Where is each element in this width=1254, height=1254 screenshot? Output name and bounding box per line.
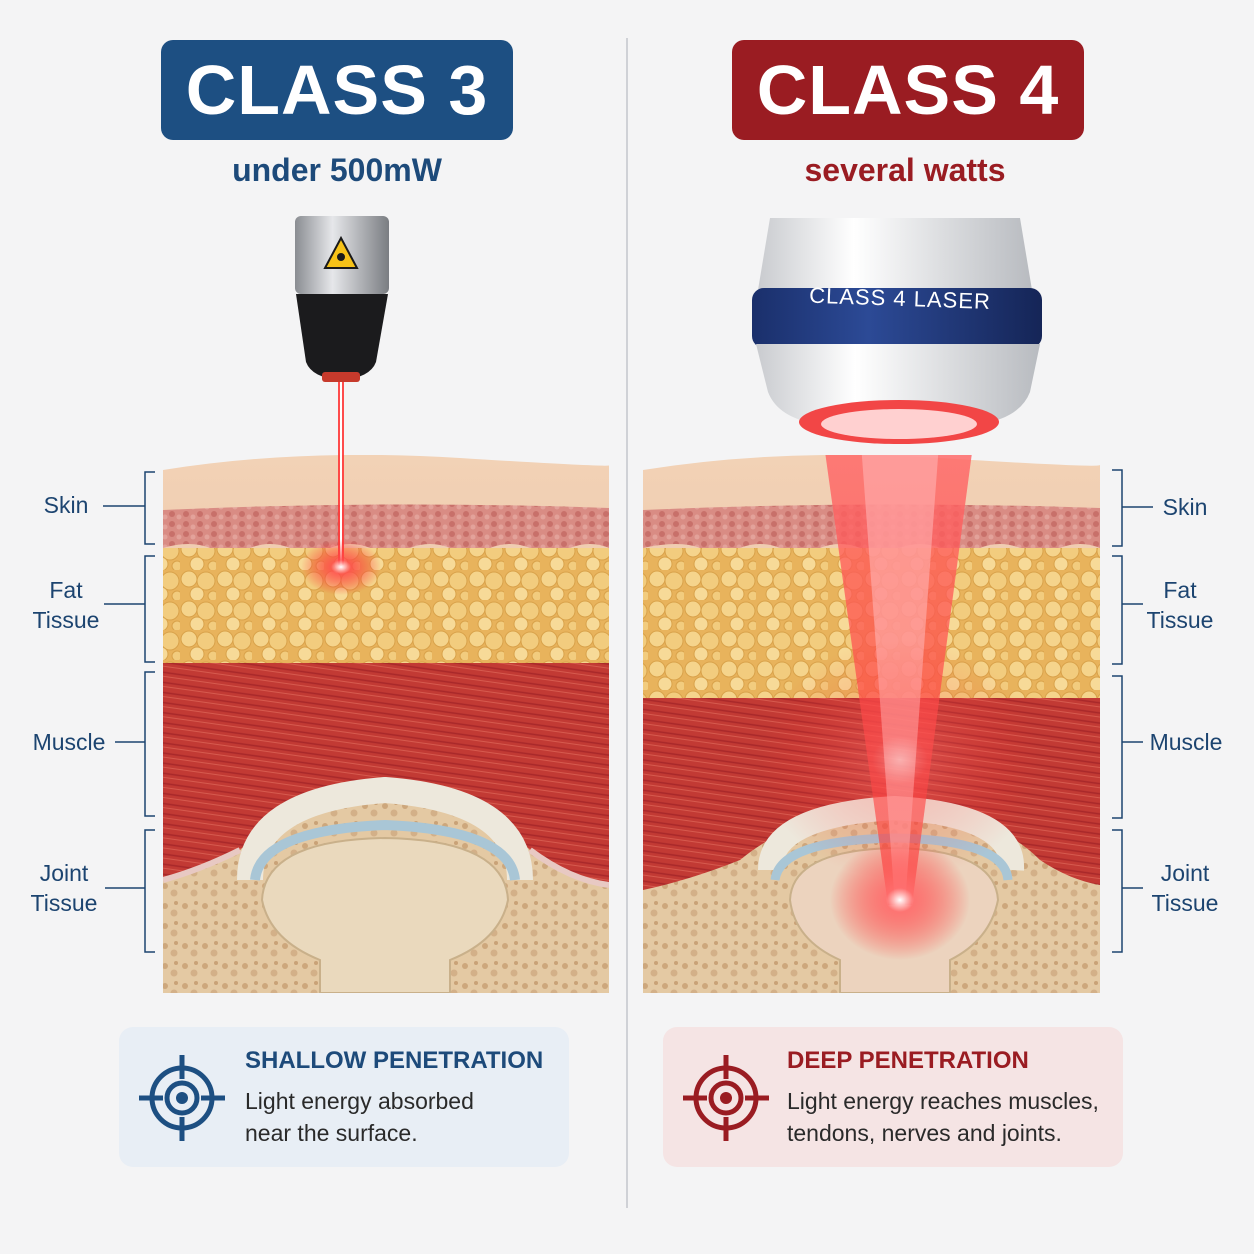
card-title: SHALLOW PENETRATION xyxy=(245,1047,544,1074)
right-label-skin: Skin xyxy=(1162,494,1208,520)
left-label-fat-line1: Fat xyxy=(49,577,83,603)
center-divider xyxy=(626,38,628,1208)
class3-tissue-block xyxy=(163,455,609,993)
class4-layer-brackets xyxy=(1112,469,1153,953)
left-label-joint: Joint Tissue xyxy=(24,858,104,918)
left-label-fat-line2: Tissue xyxy=(32,607,100,633)
left-label-fat: Fat Tissue xyxy=(26,575,106,635)
deep-penetration-card: DEEP PENETRATION Light energy reaches mu… xyxy=(663,1027,1123,1167)
card-description: Light energy absorbed near the surface. xyxy=(245,1085,575,1149)
class4-tissue-block xyxy=(643,455,1100,993)
right-label-fat-line1: Fat xyxy=(1163,577,1197,603)
left-label-joint-line1: Joint xyxy=(39,860,89,886)
right-label-joint: Joint Tissue xyxy=(1145,858,1225,918)
card-description-line2: tendons, nerves and joints. xyxy=(787,1120,1062,1146)
card-description-line1: Light energy reaches muscles, xyxy=(787,1088,1099,1114)
right-label-fat: Fat Tissue xyxy=(1140,575,1220,635)
left-label-muscle: Muscle xyxy=(32,729,106,755)
right-label-joint-line1: Joint xyxy=(1160,860,1210,886)
card-description-line2: near the surface. xyxy=(245,1120,418,1146)
class3-power: under 500mW xyxy=(232,152,442,188)
left-label-skin: Skin xyxy=(43,492,89,518)
card-title: DEEP PENETRATION xyxy=(787,1047,1029,1074)
right-label-joint-line2: Tissue xyxy=(1151,890,1219,916)
class4-badge: CLASS 4 xyxy=(732,40,1084,140)
target-icon xyxy=(683,1055,769,1141)
card-description-line1: Light energy absorbed xyxy=(245,1088,474,1114)
card-description: Light energy reaches muscles, tendons, n… xyxy=(787,1085,1117,1149)
right-label-muscle: Muscle xyxy=(1149,729,1223,755)
right-label-fat-line2: Tissue xyxy=(1146,607,1214,633)
class3-laser-probe xyxy=(295,216,389,595)
shallow-penetration-card: SHALLOW PENETRATION Light energy absorbe… xyxy=(119,1027,569,1167)
class4-laser-probe: CLASS 4 LASER xyxy=(752,218,1042,444)
target-icon xyxy=(139,1055,225,1141)
left-label-joint-line2: Tissue xyxy=(30,890,98,916)
class3-layer-brackets xyxy=(103,471,155,953)
class4-power: several watts xyxy=(804,152,1006,188)
class3-badge: CLASS 3 xyxy=(161,40,513,140)
